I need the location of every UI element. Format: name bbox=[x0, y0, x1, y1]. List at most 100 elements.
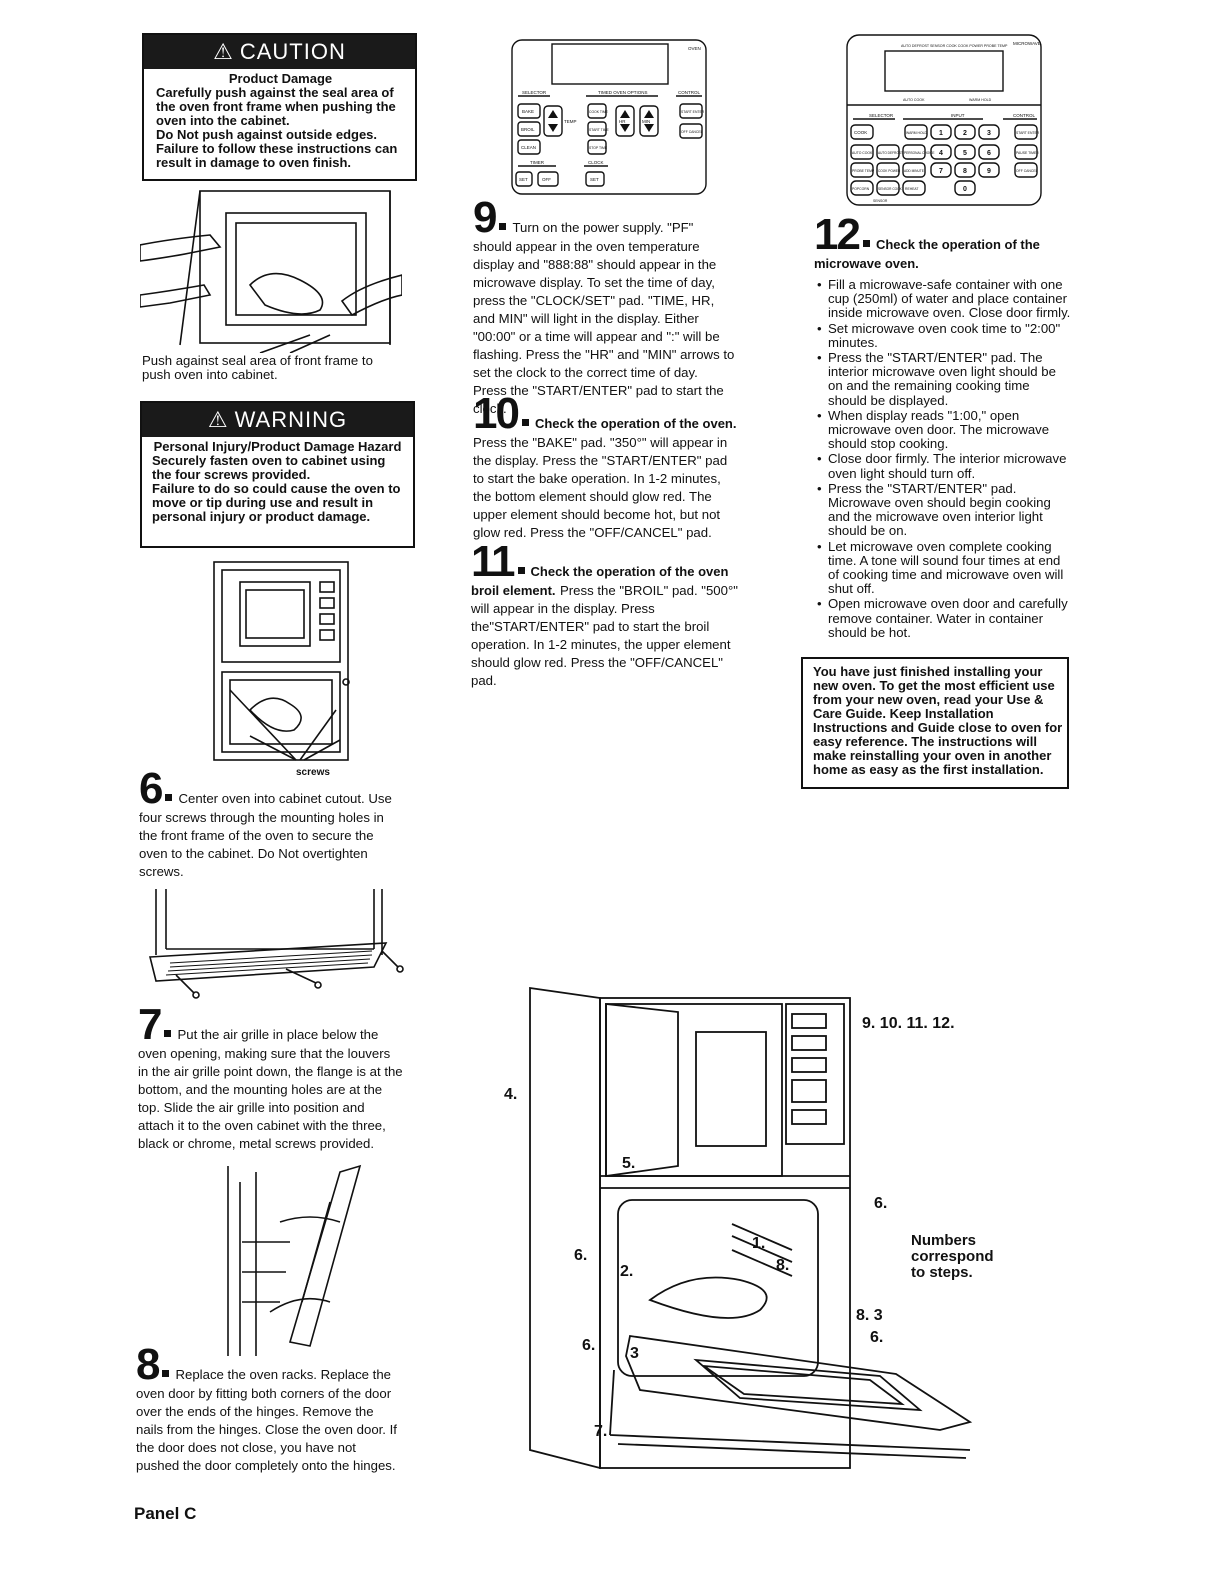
caution-line-2: Do Not push against outside edges. bbox=[156, 127, 378, 142]
caution-subhead: Product Damage bbox=[228, 71, 333, 86]
step-11-number: 11 bbox=[471, 537, 515, 586]
label-6-right-top: 6. bbox=[874, 1195, 887, 1212]
label-6-left-top: 6. bbox=[574, 1247, 587, 1264]
mw-top-labels: AUTO DEFROST SENSOR COOK COOK POWER PROB… bbox=[901, 44, 1008, 48]
caution-line-1: Carefully push against the seal area of … bbox=[156, 85, 396, 128]
key-5: 5 bbox=[963, 150, 967, 157]
panel-timed-label: TIMED OVEN OPTIONS bbox=[598, 90, 648, 95]
cook-time-pad-label: COOK TIME bbox=[589, 110, 609, 114]
timer-off-pad-label: OFF bbox=[542, 177, 551, 182]
step-12-bullet: When display reads "1:00," open microwav… bbox=[817, 408, 1072, 452]
step-12-bullet: Set microwave oven cook time to "2:00" m… bbox=[817, 321, 1072, 350]
bullet-square-icon bbox=[521, 418, 529, 426]
caution-title: CAUTION bbox=[239, 39, 346, 64]
mw-auto-cook-pad-label: AUTO COOK bbox=[852, 151, 873, 155]
mw-input-label: INPUT bbox=[951, 113, 965, 118]
bullet-square-icon bbox=[165, 793, 173, 801]
step-12-bullet: Press the "START/ENTER" pad. The interio… bbox=[817, 350, 1072, 408]
step-11-text: Press the "BROIL" pad. "500°" will appea… bbox=[471, 583, 738, 688]
step-7-number: 7 bbox=[138, 1000, 163, 1049]
bake-pad-label: BAKE bbox=[522, 109, 534, 114]
step-6-number: 6 bbox=[139, 764, 164, 813]
caution-line-3: Failure to follow these instructions can… bbox=[156, 141, 398, 170]
bullet-square-icon bbox=[164, 1029, 172, 1037]
label-8-3: 8. 3 bbox=[856, 1307, 883, 1324]
push-oven-illustration bbox=[140, 190, 402, 353]
temp-label: TEMP bbox=[564, 119, 577, 124]
step-12-bullet: Let microwave oven complete cooking time… bbox=[817, 539, 1072, 597]
warning-line-1: Securely fasten oven to cabinet using th… bbox=[152, 453, 386, 482]
timer-label: TIMER bbox=[530, 160, 545, 165]
step-12-bullet-list: Fill a microwave-safe container with one… bbox=[814, 277, 1072, 640]
timer-set-pad-label: SET bbox=[519, 177, 528, 182]
label-2: 2. bbox=[620, 1263, 633, 1280]
min-label: MIN bbox=[642, 119, 650, 124]
wall-oven-assembly-illustration: 9. 10. 11. 12. 4. 5. 6. 6. 6. 6. 1. 2. 8… bbox=[529, 986, 973, 1470]
label-4-left: 4. bbox=[504, 1086, 518, 1103]
caution-header: ⚠CAUTION bbox=[144, 35, 415, 69]
step-12-bullet: Open microwave oven door and carefully r… bbox=[817, 597, 1072, 640]
key-6: 6 bbox=[987, 150, 991, 157]
key-0: 0 bbox=[963, 186, 967, 193]
microwave-control-panel-illustration: MICROWAVE AUTO DEFROST SENSOR COOK COOK … bbox=[846, 34, 1042, 206]
step-12-lead: Check the operation of the microwave ove… bbox=[814, 237, 1040, 271]
finished-installation-box: You have just finished installing your n… bbox=[801, 657, 1069, 789]
stop-time-pad-label: STOP TIME bbox=[589, 146, 608, 150]
off-cancel-pad-label: OFF CANCEL bbox=[681, 130, 703, 134]
label-1: 1. bbox=[752, 1235, 765, 1252]
bullet-square-icon bbox=[162, 1369, 170, 1377]
mw-microwave-label: MICROWAVE bbox=[1013, 41, 1041, 46]
warning-triangle-icon: ⚠ bbox=[207, 407, 229, 432]
warning-title: WARNING bbox=[234, 407, 348, 432]
mw-start-enter-pad-label: START ENTER bbox=[1016, 131, 1040, 135]
key-4: 4 bbox=[939, 150, 943, 157]
mw-pause-timer-pad-label: PAUSE TIMER bbox=[1016, 151, 1039, 155]
step-10-lead: Check the operation of the oven. bbox=[534, 416, 737, 431]
key-1: 1 bbox=[939, 130, 943, 137]
hr-label: HR bbox=[619, 119, 626, 124]
clock-label: CLOCK bbox=[588, 160, 604, 165]
label-steps-9-12: 9. 10. 11. 12. bbox=[862, 1015, 955, 1032]
label-3: 3 bbox=[630, 1345, 639, 1362]
mw-warm-pad-label: WARM HOLD bbox=[906, 131, 928, 135]
step-9-text: Turn on the power supply. "PF" should ap… bbox=[473, 220, 735, 416]
mw-popcorn-pad-label: POPCORN bbox=[852, 187, 870, 191]
key-7: 7 bbox=[939, 168, 943, 175]
mw-selector-label: SELECTOR bbox=[869, 113, 894, 118]
step-8-text: Replace the oven racks. Replace the oven… bbox=[136, 1367, 397, 1473]
clock-set-pad-label: SET bbox=[590, 177, 599, 182]
mw-warm-hold-label: WARM HOLD bbox=[969, 98, 992, 102]
panel-oven-label: OVEN bbox=[688, 46, 701, 51]
step-7-text: Put the air grille in place below the ov… bbox=[138, 1027, 403, 1151]
broil-pad-label: BROIL bbox=[521, 127, 535, 132]
push-figure-caption: Push against seal area of front frame to… bbox=[142, 353, 373, 383]
mw-off-cancel-pad-label: OFF CANCEL bbox=[1016, 169, 1038, 173]
label-6-right-bottom: 6. bbox=[870, 1329, 883, 1346]
oven-screws-illustration bbox=[213, 561, 350, 761]
warning-subhead: Personal Injury/Product Damage Hazard bbox=[153, 439, 402, 454]
screws-label: screws bbox=[296, 767, 330, 778]
replace-racks-illustration bbox=[227, 1164, 362, 1356]
label-6-left-bottom: 6. bbox=[582, 1337, 595, 1354]
step-12-bullet: Fill a microwave-safe container with one… bbox=[817, 277, 1072, 321]
label-5: 5. bbox=[622, 1155, 635, 1172]
key-3: 3 bbox=[987, 130, 991, 137]
step-12-number: 12 bbox=[814, 210, 861, 259]
finished-installation-text: You have just finished installing your n… bbox=[813, 664, 1063, 777]
oven-control-panel-illustration: OVEN SELECTOR TIMED OVEN OPTIONS CONTROL… bbox=[511, 39, 707, 195]
caution-box: ⚠CAUTION Product Damage Carefully push a… bbox=[142, 33, 417, 181]
step-10-text: Press the "BAKE" pad. "350°" will appear… bbox=[473, 435, 728, 540]
mw-cook-pad-label: COOK bbox=[854, 130, 867, 135]
panel-selector-label: SELECTOR bbox=[522, 90, 547, 95]
mw-personal-pad-label: PERSONAL CHOICE bbox=[904, 151, 935, 155]
mw-probe-pad-label: PROBE TEMP bbox=[852, 169, 875, 173]
mw-reheat-pad-label: REHEAT bbox=[905, 187, 919, 191]
mw-auto-defrost-pad-label: AUTO DEFROST bbox=[878, 151, 903, 155]
clean-pad-label: CLEAN bbox=[521, 145, 536, 150]
step-12-bullet: Close door firmly. The interior microwav… bbox=[817, 452, 1072, 481]
